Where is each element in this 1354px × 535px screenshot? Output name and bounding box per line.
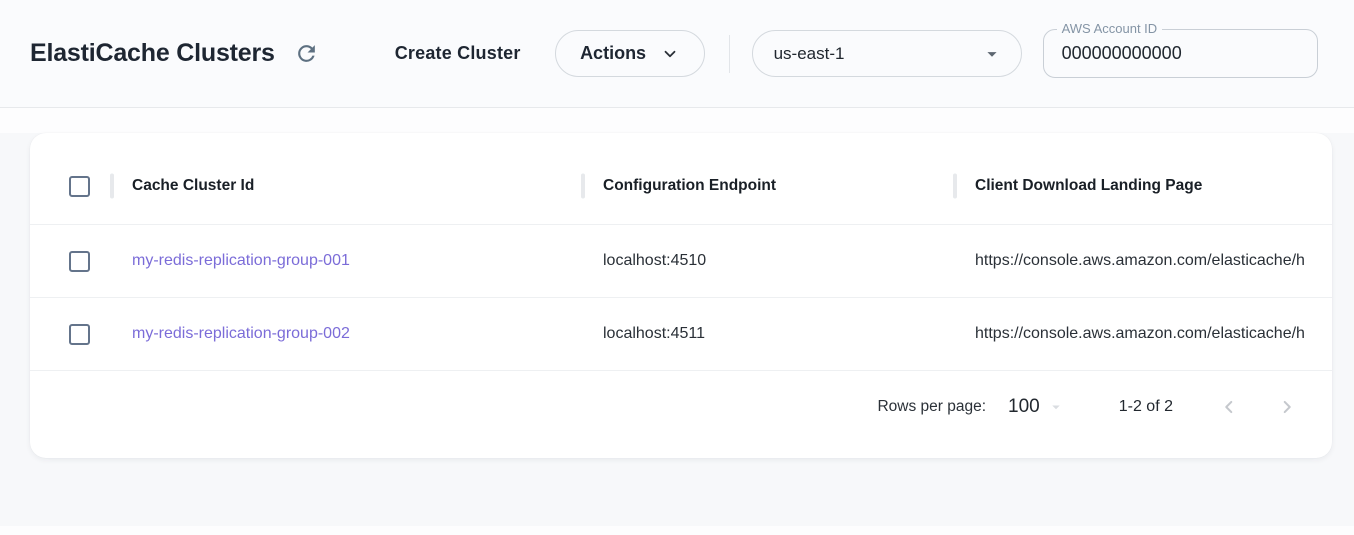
- table-header-row: Cache Cluster Id Configuration Endpoint …: [30, 148, 1332, 225]
- column-header-client-download-landing-page[interactable]: Client Download Landing Page: [953, 148, 1332, 224]
- cluster-id-link[interactable]: my-redis-replication-group-001: [132, 252, 350, 269]
- region-select-value: us-east-1: [773, 43, 845, 63]
- column-header-label: Configuration Endpoint: [603, 177, 777, 194]
- landing-page-cell: https://console.aws.amazon.com/elasticac…: [975, 252, 1305, 269]
- page-title: ElastiCache Clusters: [30, 39, 275, 67]
- aws-account-id-field[interactable]: AWS Account ID: [1042, 21, 1318, 78]
- chevron-down-icon: [664, 50, 676, 57]
- column-header-cache-cluster-id[interactable]: Cache Cluster Id: [110, 148, 581, 224]
- column-header-configuration-endpoint[interactable]: Configuration Endpoint: [581, 148, 953, 224]
- clusters-table-card: Cache Cluster Id Configuration Endpoint …: [30, 133, 1332, 458]
- rows-per-page-select[interactable]: 100: [1008, 396, 1065, 418]
- table-row: my-redis-replication-group-001 localhost…: [30, 225, 1332, 298]
- refresh-icon: [298, 45, 316, 62]
- configuration-endpoint-cell: localhost:4511: [603, 325, 705, 342]
- rows-per-page-value: 100: [1008, 396, 1040, 417]
- chevron-right-icon: [1283, 400, 1291, 414]
- table-row: my-redis-replication-group-002 localhost…: [30, 298, 1332, 371]
- page-header: ElastiCache Clusters Create Cluster Acti…: [0, 0, 1354, 108]
- select-all-checkbox[interactable]: [68, 175, 90, 197]
- create-cluster-button[interactable]: Create Cluster: [394, 43, 521, 63]
- column-header-label: Cache Cluster Id: [132, 177, 255, 194]
- aws-account-id-label: AWS Account ID: [1056, 21, 1163, 36]
- table-pagination: Rows per page: 100 1-2 of 2: [30, 371, 1332, 443]
- caret-down-icon: [1051, 405, 1060, 410]
- chevron-left-icon: [1225, 400, 1233, 414]
- rows-per-page-label: Rows per page:: [877, 398, 987, 415]
- region-select[interactable]: us-east-1: [751, 30, 1022, 77]
- row-checkbox[interactable]: [68, 323, 90, 345]
- page-footer-strip: [0, 526, 1354, 535]
- pagination-range: 1-2 of 2: [1118, 398, 1173, 415]
- caret-down-icon: [986, 51, 997, 57]
- actions-button[interactable]: Actions: [554, 30, 705, 77]
- row-checkbox[interactable]: [68, 250, 90, 272]
- configuration-endpoint-cell: localhost:4510: [603, 252, 707, 269]
- cluster-id-link[interactable]: my-redis-replication-group-002: [132, 325, 350, 342]
- actions-button-label: Actions: [580, 43, 647, 63]
- aws-account-id-input[interactable]: [1043, 30, 1317, 77]
- previous-page-button[interactable]: [1211, 389, 1247, 425]
- refresh-button[interactable]: [291, 38, 323, 70]
- next-page-button[interactable]: [1269, 389, 1305, 425]
- header-divider: [728, 34, 730, 73]
- content-area: Cache Cluster Id Configuration Endpoint …: [0, 133, 1354, 526]
- landing-page-cell: https://console.aws.amazon.com/elasticac…: [975, 325, 1305, 342]
- column-header-label: Client Download Landing Page: [975, 177, 1203, 194]
